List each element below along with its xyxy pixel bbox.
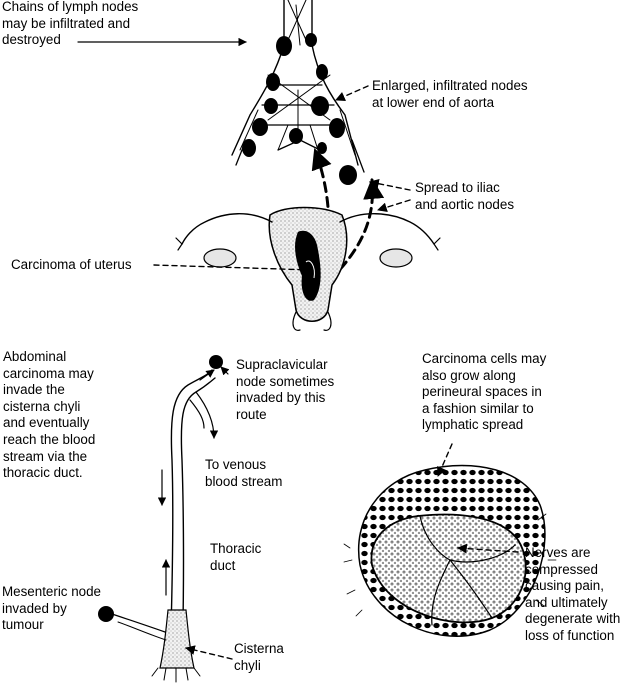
abdominal-carcinoma-label: Abdominal carcinoma may invade the ciste… <box>3 349 96 481</box>
leader-lines <box>77 37 519 660</box>
aorta-nodes-label: Enlarged, infiltrated nodes at lower end… <box>372 78 528 110</box>
cisterna-label: Cisterna chyli <box>234 641 284 673</box>
supraclavicular-label: Supraclavicular node sometimes invaded b… <box>236 357 335 422</box>
perineural-label: Carcinoma cells may also grow along peri… <box>422 351 547 433</box>
lymph-chain-label: Chains of lymph nodes may be infiltrated… <box>2 0 139 48</box>
thoracic-duct <box>98 355 230 683</box>
uterus-carcinoma-label: Carcinoma of uterus <box>11 257 132 272</box>
thoracic-duct-label: Thoracic duct <box>210 541 262 573</box>
uterus <box>175 206 441 331</box>
iliac-spread-label: Spread to iliac and aortic nodes <box>415 180 515 212</box>
lymph-node <box>242 33 357 185</box>
nerve-cross-section <box>343 464 557 637</box>
mesenteric-label: Mesenteric node invaded by tumour <box>2 584 101 633</box>
nerves-label: Nerves are compressed causing pain, and … <box>525 545 621 643</box>
venous-label: To venous blood stream <box>205 457 283 489</box>
